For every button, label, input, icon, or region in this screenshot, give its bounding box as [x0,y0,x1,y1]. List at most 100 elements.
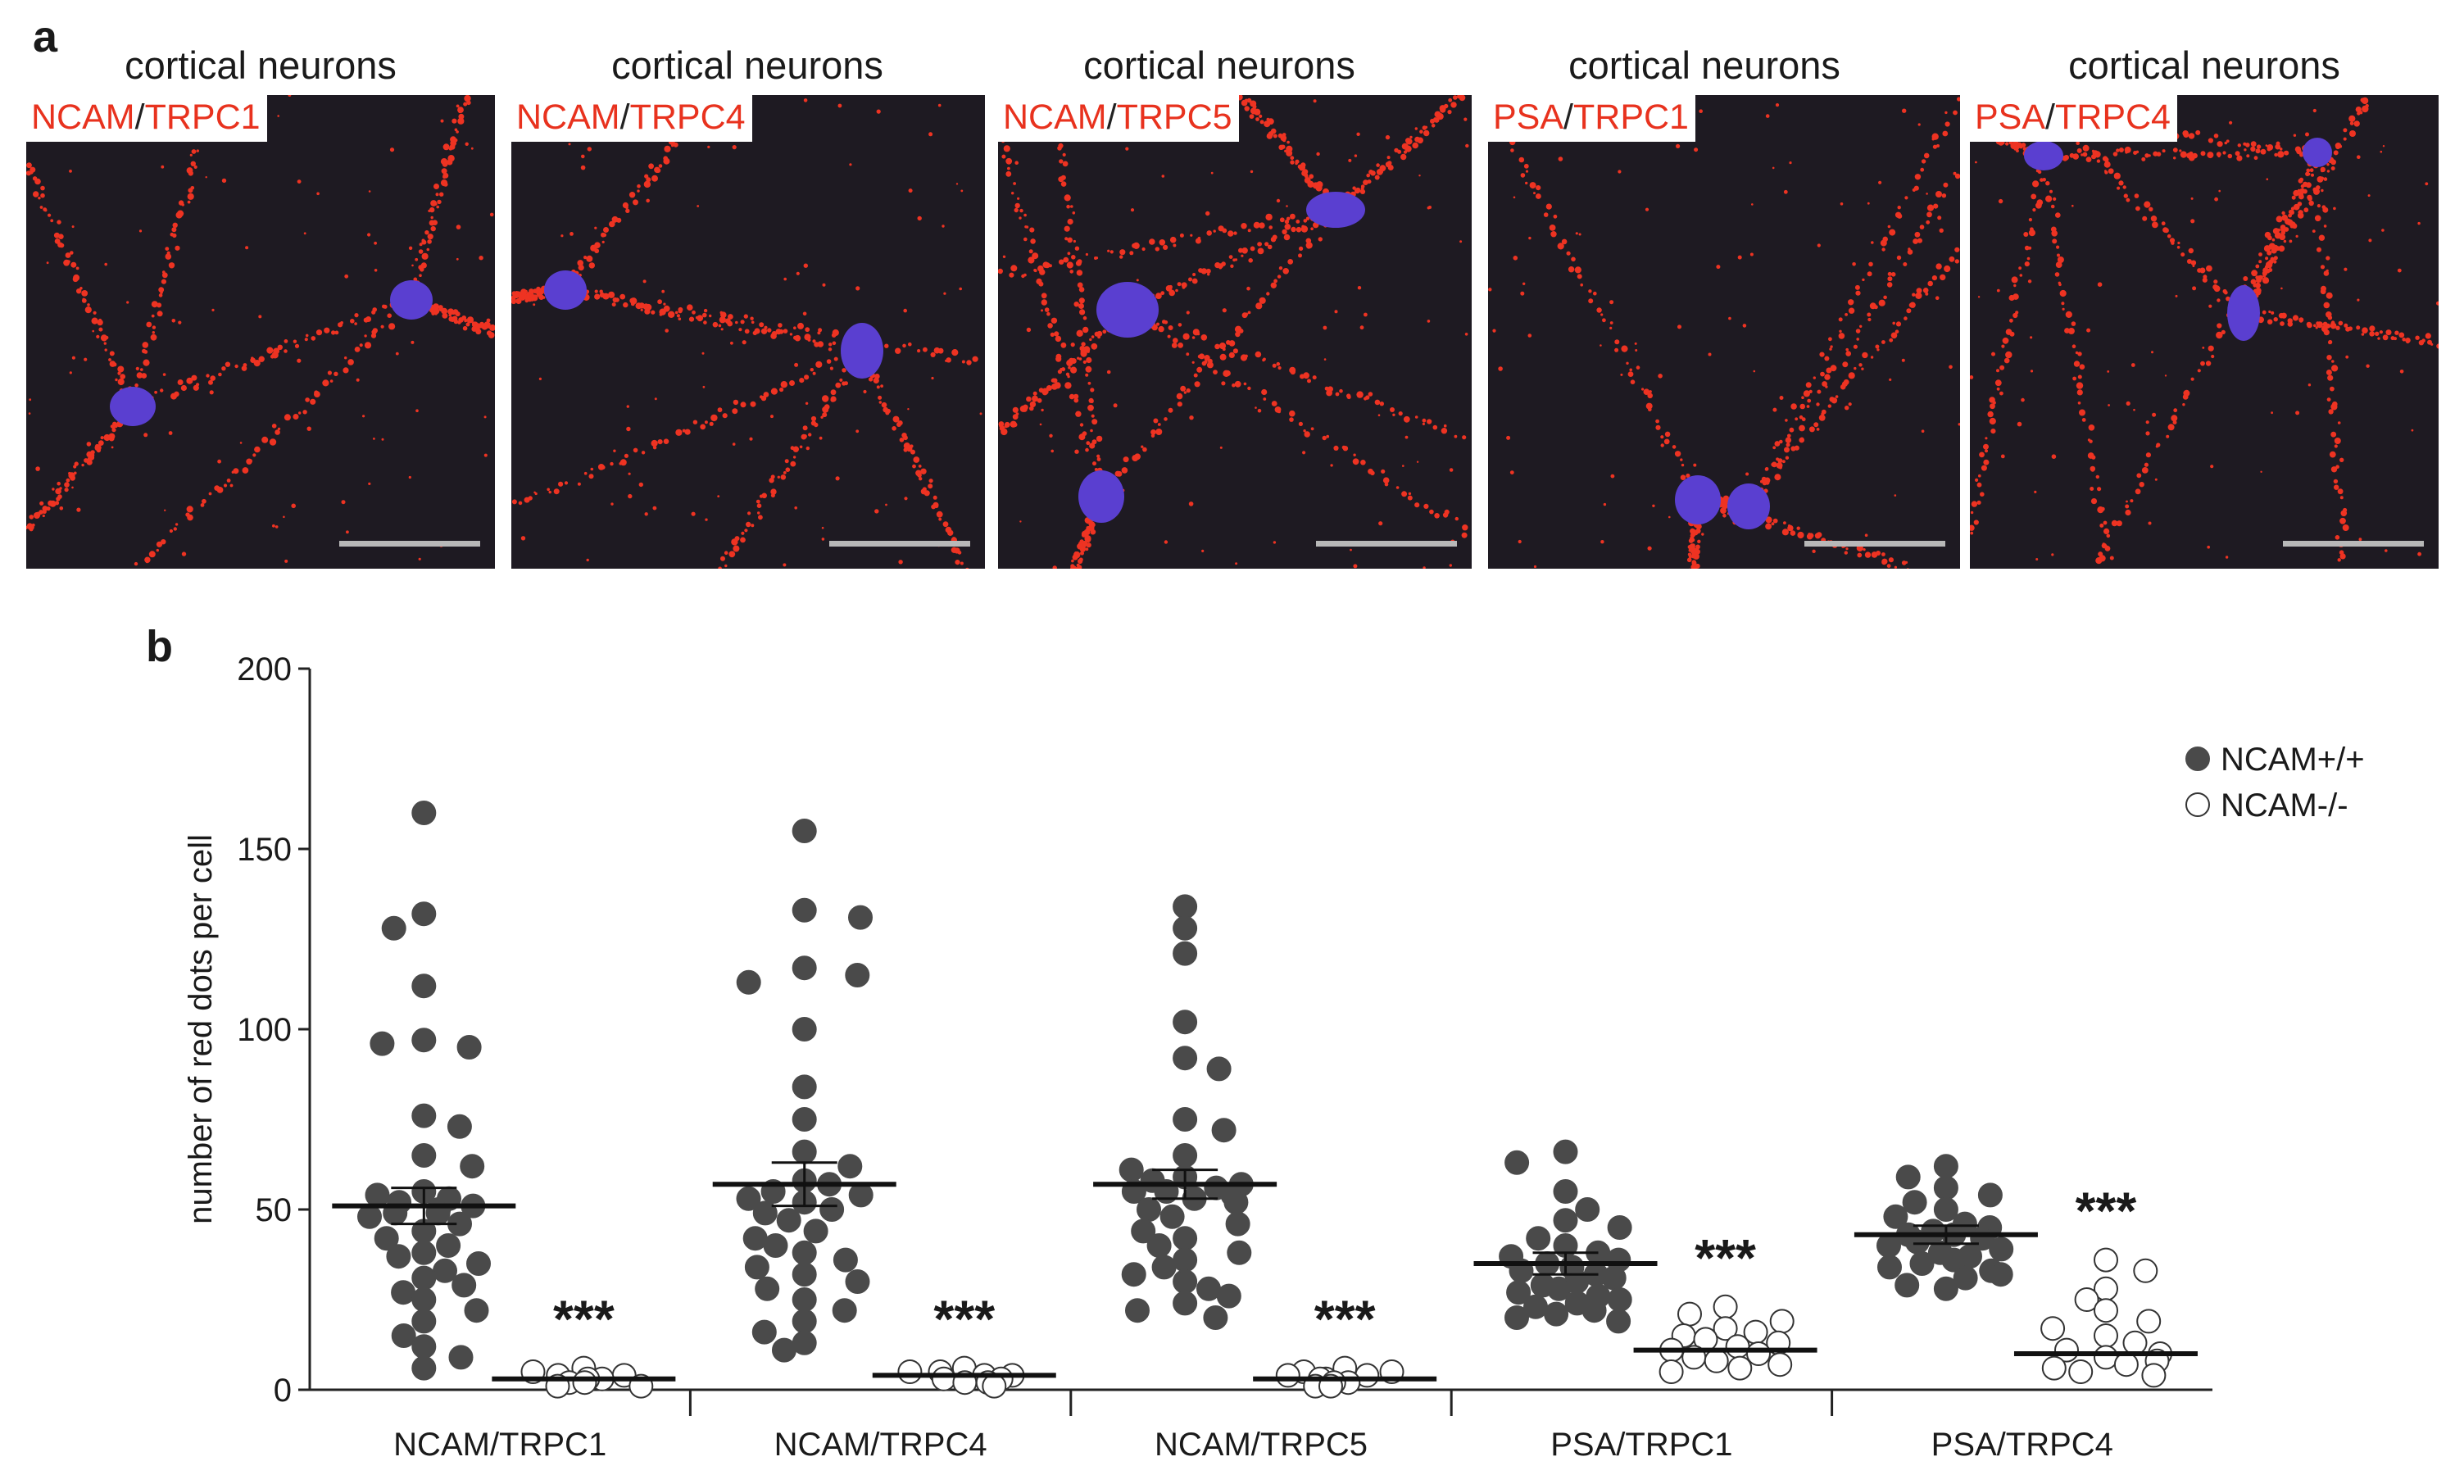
red-dot [810,415,817,422]
red-dot [1205,211,1210,216]
red-dot [440,179,448,187]
red-dot [2319,235,2325,241]
red-dot [651,310,656,315]
red-dot [1310,427,1314,431]
red-dot [2267,147,2271,152]
red-dot [743,314,748,319]
red-dot [418,265,424,270]
y-tick-label: 200 [237,651,292,688]
red-dot [740,320,745,324]
red-dot [2294,146,2301,152]
red-dot [580,165,586,170]
red-dot [1680,474,1686,480]
red-dot [2162,227,2168,233]
red-dot [1222,347,1226,352]
red-dot [1060,342,1067,348]
red-dot [2203,275,2208,279]
data-point-wildtype [1173,915,1198,941]
red-dot [2417,551,2421,556]
red-dot [1840,202,1844,206]
red-dot [29,398,32,402]
red-dot [2188,247,2194,254]
red-dot [1890,332,1898,339]
red-dot [588,262,595,269]
data-point-wildtype [411,1028,437,1053]
red-dot [718,566,722,569]
red-dot [1813,376,1816,379]
red-dot [2172,420,2177,424]
red-dot [242,467,249,474]
red-dot [1178,343,1183,348]
red-dot [2103,528,2110,535]
red-dot [674,311,678,315]
red-dot [1600,540,1604,544]
red-dot [2417,221,2421,225]
red-dot [1677,324,1681,329]
red-dot [720,311,727,319]
data-point-wildtype [411,1240,437,1265]
red-dot [96,334,100,338]
red-dot [2091,154,2097,160]
red-dot [1824,356,1830,361]
red-dot [1073,302,1079,307]
red-dot [1949,256,1955,262]
red-dot [2295,234,2298,238]
red-dot [1235,562,1238,565]
red-dot [178,320,182,324]
red-dot [1386,156,1391,160]
red-dot [1264,242,1269,247]
red-dot [1076,329,1083,337]
red-dot [2380,150,2383,153]
red-dot [1506,435,1511,440]
red-dot [1427,419,1432,424]
red-dot [427,239,432,244]
panel-3-label-second: TRPC5 [1116,98,1232,137]
red-dot [1676,143,1681,148]
red-dot [350,319,355,324]
red-dot [109,351,115,356]
red-dot [447,155,455,162]
red-dot [2125,509,2131,516]
data-point-wildtype [1607,1287,1632,1312]
red-dot [1861,367,1864,370]
red-dot [2081,418,2086,422]
red-dot [1330,464,1333,467]
red-dot [2001,344,2005,348]
red-dot [1645,402,1653,410]
data-point-wildtype [1137,1197,1161,1222]
data-point-wildtype [1553,1139,1578,1164]
red-dot [1271,401,1277,406]
red-dot [1158,325,1164,333]
red-dot [1764,479,1770,485]
red-dot [143,359,150,366]
red-dot [1082,431,1087,436]
red-dot [70,474,75,481]
red-dot [1001,428,1008,436]
red-dot [1518,157,1525,163]
red-dot [732,442,736,446]
red-dot [429,206,435,213]
red-dot [142,342,149,348]
red-dot [2320,265,2326,270]
red-dot [917,349,921,353]
red-dot [111,425,116,429]
red-dot [26,523,34,529]
red-dot [1085,373,1089,377]
red-dot [1379,170,1384,174]
red-dot [1247,229,1251,233]
data-point-knockout [1725,1334,1750,1359]
red-dot [1645,207,1649,211]
red-dot [63,259,70,266]
red-dot [692,310,696,315]
red-dot [979,412,982,415]
red-dot [1558,157,1563,161]
red-dot [2076,389,2083,396]
red-dot [1970,531,1974,535]
red-dot [741,531,745,535]
red-dot [1808,533,1814,538]
red-dot [1014,161,1019,165]
red-dot [2344,267,2348,271]
red-dot [878,401,882,404]
red-dot [1354,154,1358,157]
red-dot [146,321,152,328]
